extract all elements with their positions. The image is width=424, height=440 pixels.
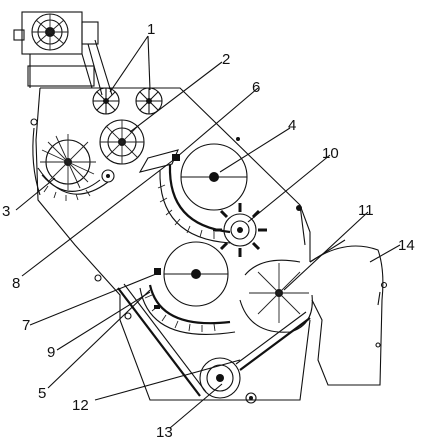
- label-6: 6: [252, 79, 260, 96]
- housing: [30, 87, 346, 401]
- lower-main-drum: [139, 241, 236, 335]
- discharge-chute: [309, 245, 388, 386]
- label-2: 2: [222, 51, 230, 68]
- label-13: 13: [156, 424, 173, 440]
- label-5: 5: [38, 385, 46, 402]
- feeder-flap: [138, 149, 179, 173]
- label-7: 7: [22, 317, 30, 334]
- spiked-rotor: [213, 203, 267, 257]
- label-1: 1: [147, 21, 155, 38]
- motor: [13, 11, 113, 96]
- label-8: 8: [12, 275, 20, 292]
- label-3: 3: [2, 203, 10, 220]
- drive-wheel-left: [92, 87, 120, 115]
- gear-cluster: [99, 119, 145, 183]
- part-labels: 1 2 3 4 5 6 7 8 9 10 11 12 13 14: [2, 21, 415, 440]
- label-14: 14: [398, 237, 415, 254]
- small-fittings: [94, 274, 160, 320]
- label-4: 4: [288, 117, 296, 134]
- beater-wheel: [239, 259, 313, 333]
- label-9: 9: [47, 344, 55, 361]
- label-12: 12: [72, 397, 89, 414]
- leader-lines: [15, 35, 401, 429]
- left-spiked-drum: [32, 127, 109, 201]
- upper-main-drum: [157, 143, 248, 244]
- label-10: 10: [322, 145, 339, 162]
- label-11: 11: [358, 202, 374, 219]
